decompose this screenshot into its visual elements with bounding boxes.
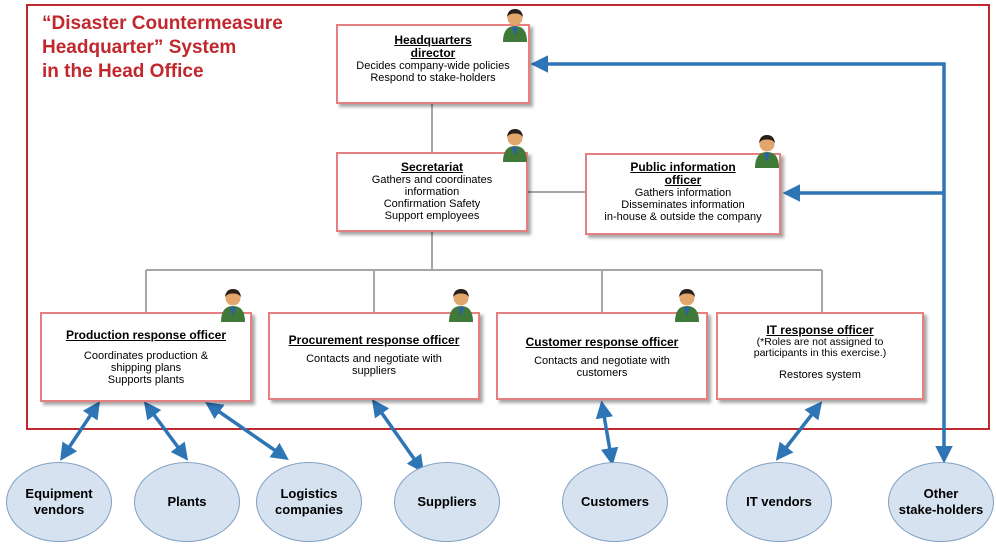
role-heading: Headquarters: [394, 33, 472, 47]
procurement-response-officer-box: Procurement response officer Contacts an…: [268, 312, 480, 400]
role-note: participants in this exercise.): [753, 347, 887, 359]
secretariat-box: Secretariat Gathers and coordinates info…: [336, 152, 528, 232]
person-icon: [221, 289, 245, 322]
role-duty: Support employees: [384, 210, 480, 222]
headquarters-director-box: Headquarters director Decides company-wi…: [336, 24, 530, 104]
role-duty: Contacts and negotiate with: [534, 355, 670, 367]
role-heading: officer: [664, 173, 702, 187]
stakeholder-arrow: [60, 401, 100, 461]
stakeholder-arrow: [775, 401, 823, 461]
role-duty: Restores system: [779, 369, 861, 381]
stakeholder-other-stake-holders: Other stake-holders: [888, 462, 994, 542]
stakeholder-label: Other: [923, 486, 959, 501]
stakeholder-arrow: [530, 55, 953, 464]
diagram-title: “Disaster Countermeasure Headquarter” Sy…: [42, 12, 332, 84]
person-icon: [675, 289, 699, 322]
role-heading: IT response officer: [766, 323, 874, 337]
title-line: in the Head Office: [42, 61, 204, 82]
stakeholder-arrow: [371, 399, 425, 473]
stakeholder-label: Customers: [581, 494, 649, 509]
stakeholder-label: Plants: [167, 494, 207, 509]
role-duty: in-house & outside the company: [604, 211, 762, 223]
stakeholder-arrow: [205, 402, 289, 460]
stakeholder-equipment-vendors: Equipment vendors: [6, 462, 112, 542]
stakeholder-label: vendors: [33, 502, 85, 517]
role-duty: Coordinates production &: [83, 350, 209, 362]
stakeholder-label: IT vendors: [746, 494, 812, 509]
stakeholder-arrow: [143, 401, 189, 461]
head-office-frame: [26, 4, 990, 430]
role-heading: Customer response officer: [525, 335, 679, 349]
person-icon: [755, 135, 779, 168]
stakeholder-label: Suppliers: [417, 494, 477, 509]
role-duty: Respond to stake-holders: [370, 72, 496, 84]
stakeholder-label: Equipment: [25, 486, 93, 501]
role-duty: Contacts and negotiate with: [306, 353, 442, 365]
role-duty: Decides company-wide policies: [356, 60, 510, 72]
role-heading: Procurement response officer: [288, 333, 460, 347]
role-duty: shipping plans: [110, 362, 182, 374]
role-duty: Disseminates information: [621, 199, 745, 211]
stakeholder-logistics-companies: Logistics companies: [256, 462, 362, 542]
role-heading: Secretariat: [400, 160, 464, 174]
role-duty: Supports plants: [107, 374, 185, 386]
title-line: Headquarter” System: [42, 37, 237, 58]
customer-response-officer-box: Customer response officer Contacts and n…: [496, 312, 708, 400]
stakeholder-customers: Customers: [562, 462, 668, 542]
stakeholder-it-vendors: IT vendors: [726, 462, 832, 542]
role-duty: customers: [576, 367, 628, 379]
stakeholder-label: companies: [275, 502, 343, 517]
person-icon: [449, 289, 473, 322]
it-response-officer-box: IT response officer (*Roles are not assi…: [716, 312, 924, 400]
stakeholder-label: stake-holders: [898, 502, 984, 517]
stakeholder-label: Logistics: [280, 486, 338, 501]
production-response-officer-box: Production response officer Coordinates …: [40, 312, 252, 402]
title-line: “Disaster Countermeasure: [42, 13, 283, 34]
role-duty: information: [404, 186, 460, 198]
role-duty: suppliers: [351, 365, 397, 377]
role-note: (*Roles are not assigned to: [756, 336, 884, 348]
stakeholder-suppliers: Suppliers: [394, 462, 500, 542]
stakeholder-plants: Plants: [134, 462, 240, 542]
role-duty: Gathers information: [634, 187, 732, 199]
role-heading: director: [410, 46, 456, 60]
public-information-officer-box: Public information officer Gathers infor…: [585, 153, 781, 235]
stakeholder-arrow: [595, 400, 619, 466]
role-duty: Gathers and coordinates: [371, 174, 493, 186]
role-heading: Public information: [630, 160, 736, 174]
role-duty: Confirmation Safety: [383, 198, 481, 210]
person-icon: [503, 9, 527, 42]
person-icon: [503, 129, 527, 162]
role-heading: Production response officer: [65, 328, 227, 342]
